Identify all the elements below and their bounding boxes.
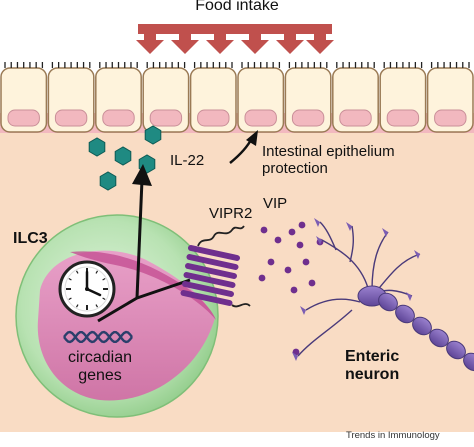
epithelial-cell [284, 62, 332, 133]
epithelial-cell [332, 62, 379, 133]
food-arrow-bar [138, 24, 332, 34]
down-arrow-icon [206, 30, 234, 54]
vip-label: VIP [263, 195, 288, 212]
epithelium-protection-label: Intestinal epithelium protection [262, 143, 395, 178]
circadian-genes-label: circadian genes [40, 349, 160, 386]
ilc3-label: ILC3 [13, 230, 48, 247]
epithelial-cell [379, 62, 427, 133]
down-arrow-icon [241, 30, 269, 54]
circadian-label-line2: genes [78, 367, 122, 385]
vipr2-receptors [180, 225, 251, 308]
enteric-label-line2: neuron [345, 366, 400, 384]
epithelial-cell [0, 62, 48, 133]
epithelial-cell [142, 62, 190, 133]
epithelium-label-line1: Intestinal epithelium [262, 143, 395, 160]
epithelial-cell [95, 62, 142, 133]
food-intake-arrows [136, 24, 334, 54]
hexagon-icon [88, 137, 106, 157]
down-arrow-icon [276, 30, 304, 54]
il22-label: IL-22 [170, 152, 205, 169]
enteric-neuron [292, 218, 474, 372]
hexagon-icon [99, 171, 117, 191]
epithelium-label-line2: protection [262, 160, 328, 178]
enteric-label-line1: Enteric [345, 348, 400, 365]
nucleus-fold [70, 251, 216, 320]
hexagon-icon [144, 125, 162, 145]
food-intake-label: Food intake [195, 0, 279, 14]
epithelial-cell [189, 62, 237, 133]
dna-icon [63, 330, 133, 344]
circadian-label-line1: circadian [67, 349, 133, 366]
down-arrow-icon [136, 30, 164, 54]
hexagon-icon [114, 146, 132, 166]
il22-molecules [88, 125, 162, 191]
signaling-arrow [97, 164, 191, 323]
epithelial-cell [426, 62, 474, 133]
il22-arrowhead [246, 130, 258, 146]
down-arrow-icon [171, 30, 199, 54]
epithelial-cell [47, 62, 95, 133]
vip-molecules [258, 221, 324, 356]
vipr2-label: VIPR2 [209, 205, 253, 222]
journal-citation: Trends in Immunology [346, 430, 440, 441]
clock-icon [58, 260, 116, 318]
epithelial-cell [237, 62, 285, 133]
intestinal-epithelium [0, 62, 474, 133]
down-arrow-icon [306, 30, 334, 54]
enteric-neuron-label: Enteric neuron [345, 348, 399, 385]
